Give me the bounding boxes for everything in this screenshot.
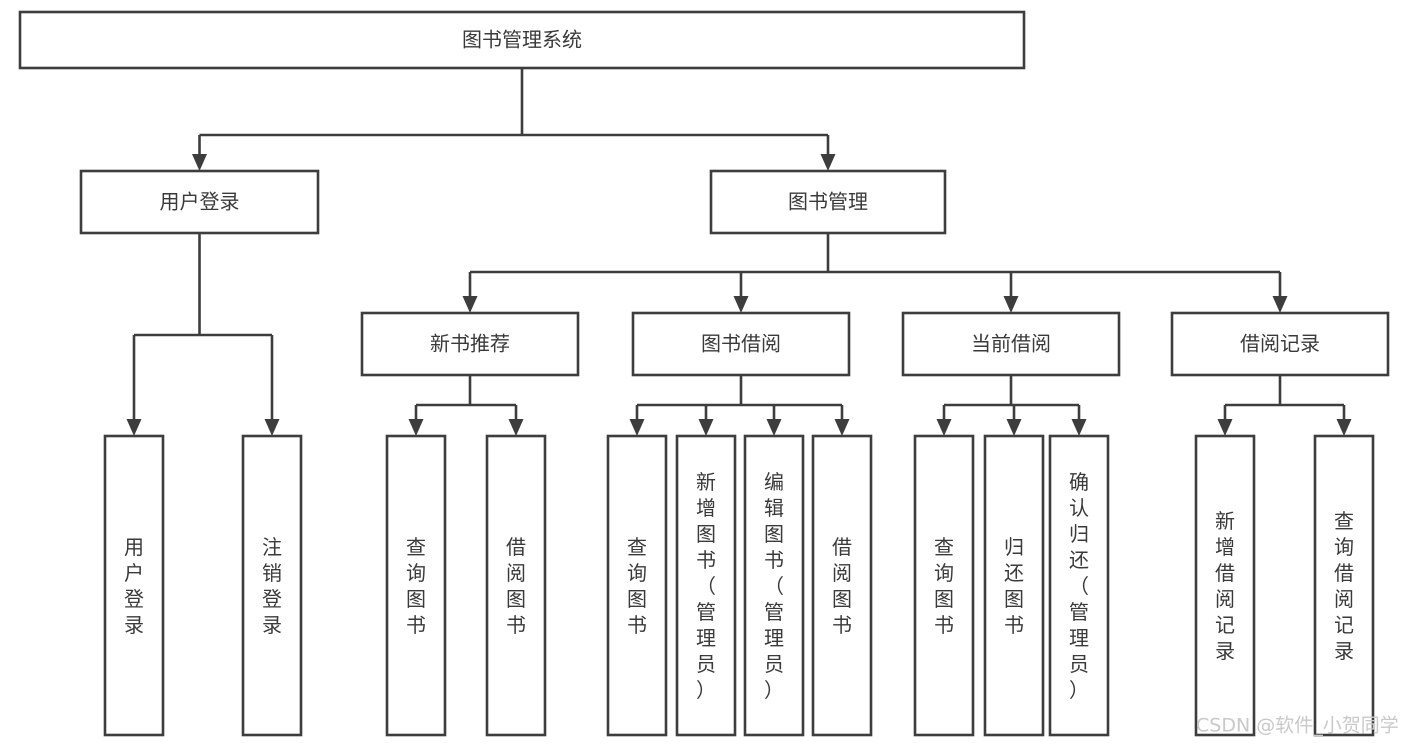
node-box[interactable] (913, 434, 975, 737)
node-label: 用户登录 (124, 535, 144, 637)
node-borrow-record[interactable]: 借阅记录 (1170, 311, 1390, 377)
node-label: 归还图书 (1004, 535, 1024, 637)
node-label: 图书管理 (788, 190, 868, 214)
node-box[interactable] (18, 10, 1026, 70)
node-layer: 图书管理系统用户登录图书管理新书推荐图书借阅当前借阅借阅记录用户登录注销登录查询… (18, 10, 1390, 737)
node-leaf-add-borrow-record[interactable]: 新增借阅记录 (1194, 434, 1256, 737)
node-leaf-return-book[interactable]: 归还图书 (983, 434, 1045, 737)
node-current-borrow[interactable]: 当前借阅 (901, 311, 1121, 377)
node-leaf-user-login[interactable]: 用户登录 (103, 434, 165, 737)
node-leaf-query-book-rec[interactable]: 查询图书 (385, 434, 447, 737)
node-box[interactable] (1194, 434, 1256, 737)
node-label: 查询借阅记录 (1334, 509, 1354, 663)
node-book-borrow[interactable]: 图书借阅 (631, 311, 851, 377)
arrow-head-icon (936, 419, 952, 436)
arrow-head-icon (1336, 419, 1352, 436)
arrow-head-icon (126, 419, 142, 436)
node-box[interactable] (983, 434, 1045, 737)
node-leaf-confirm-return-admin[interactable]: 确认归还（管理员） (1048, 434, 1110, 737)
node-root[interactable]: 图书管理系统 (18, 10, 1026, 70)
node-label: 查询图书 (406, 535, 426, 637)
node-box[interactable] (360, 311, 580, 377)
node-box[interactable] (1170, 311, 1390, 377)
node-label: 新增图书（管理员） (696, 470, 716, 702)
arrow-head-icon (1071, 419, 1087, 436)
arrow-head-icon (408, 419, 424, 436)
node-label: 新增借阅记录 (1215, 509, 1235, 663)
node-label: 图书借阅 (701, 332, 781, 356)
node-leaf-add-book-admin[interactable]: 新增图书（管理员） (675, 434, 737, 737)
node-label: 查询图书 (934, 535, 954, 637)
arrow-head-icon (629, 419, 645, 436)
node-book-manage[interactable]: 图书管理 (709, 169, 947, 235)
node-box[interactable] (811, 434, 873, 737)
node-new-book-rec[interactable]: 新书推荐 (360, 311, 580, 377)
arrow-head-icon (1003, 296, 1019, 313)
node-label: 注销登录 (262, 535, 282, 637)
node-label: 借阅记录 (1240, 332, 1320, 356)
node-label: 借阅图书 (832, 535, 852, 637)
node-box[interactable] (485, 434, 547, 737)
node-label: 新书推荐 (430, 332, 510, 356)
arrow-head-icon (1272, 296, 1288, 313)
node-leaf-borrow-book[interactable]: 借阅图书 (811, 434, 873, 737)
node-leaf-user-logout[interactable]: 注销登录 (241, 434, 303, 737)
connector-layer (126, 68, 1352, 436)
node-leaf-query-book-current[interactable]: 查询图书 (913, 434, 975, 737)
node-label: 确认归还（管理员） (1069, 470, 1089, 702)
node-label: 当前借阅 (971, 332, 1051, 356)
arrow-head-icon (1006, 419, 1022, 436)
node-leaf-borrow-book-rec[interactable]: 借阅图书 (485, 434, 547, 737)
arrow-head-icon (820, 154, 836, 171)
node-user-login[interactable]: 用户登录 (79, 169, 320, 235)
arrow-head-icon (698, 419, 714, 436)
node-box[interactable] (79, 169, 320, 235)
node-box[interactable] (631, 311, 851, 377)
node-box[interactable] (1048, 434, 1110, 737)
node-box[interactable] (743, 434, 805, 737)
arrow-head-icon (508, 419, 524, 436)
node-leaf-query-book-borrow[interactable]: 查询图书 (606, 434, 668, 737)
node-box[interactable] (103, 434, 165, 737)
node-label: 编辑图书（管理员） (764, 470, 784, 702)
csdn-watermark: CSDN @软件_小贺同学 (1196, 715, 1399, 737)
node-box[interactable] (241, 434, 303, 737)
arrow-head-icon (1217, 419, 1233, 436)
arrow-head-icon (766, 419, 782, 436)
node-box[interactable] (709, 169, 947, 235)
arrow-head-icon (733, 296, 749, 313)
node-leaf-query-borrow-record[interactable]: 查询借阅记录 (1313, 434, 1375, 737)
node-label: 用户登录 (160, 190, 240, 214)
node-leaf-edit-book-admin[interactable]: 编辑图书（管理员） (743, 434, 805, 737)
node-box[interactable] (675, 434, 737, 737)
node-box[interactable] (606, 434, 668, 737)
arrow-head-icon (192, 154, 207, 171)
node-box[interactable] (385, 434, 447, 737)
node-label: 图书管理系统 (462, 28, 582, 52)
arrow-head-icon (834, 419, 850, 436)
node-box[interactable] (1313, 434, 1375, 737)
arrow-head-icon (462, 296, 478, 313)
node-label: 借阅图书 (506, 535, 526, 637)
node-label: 查询图书 (627, 535, 647, 637)
node-box[interactable] (901, 311, 1121, 377)
arrow-head-icon (264, 419, 280, 436)
